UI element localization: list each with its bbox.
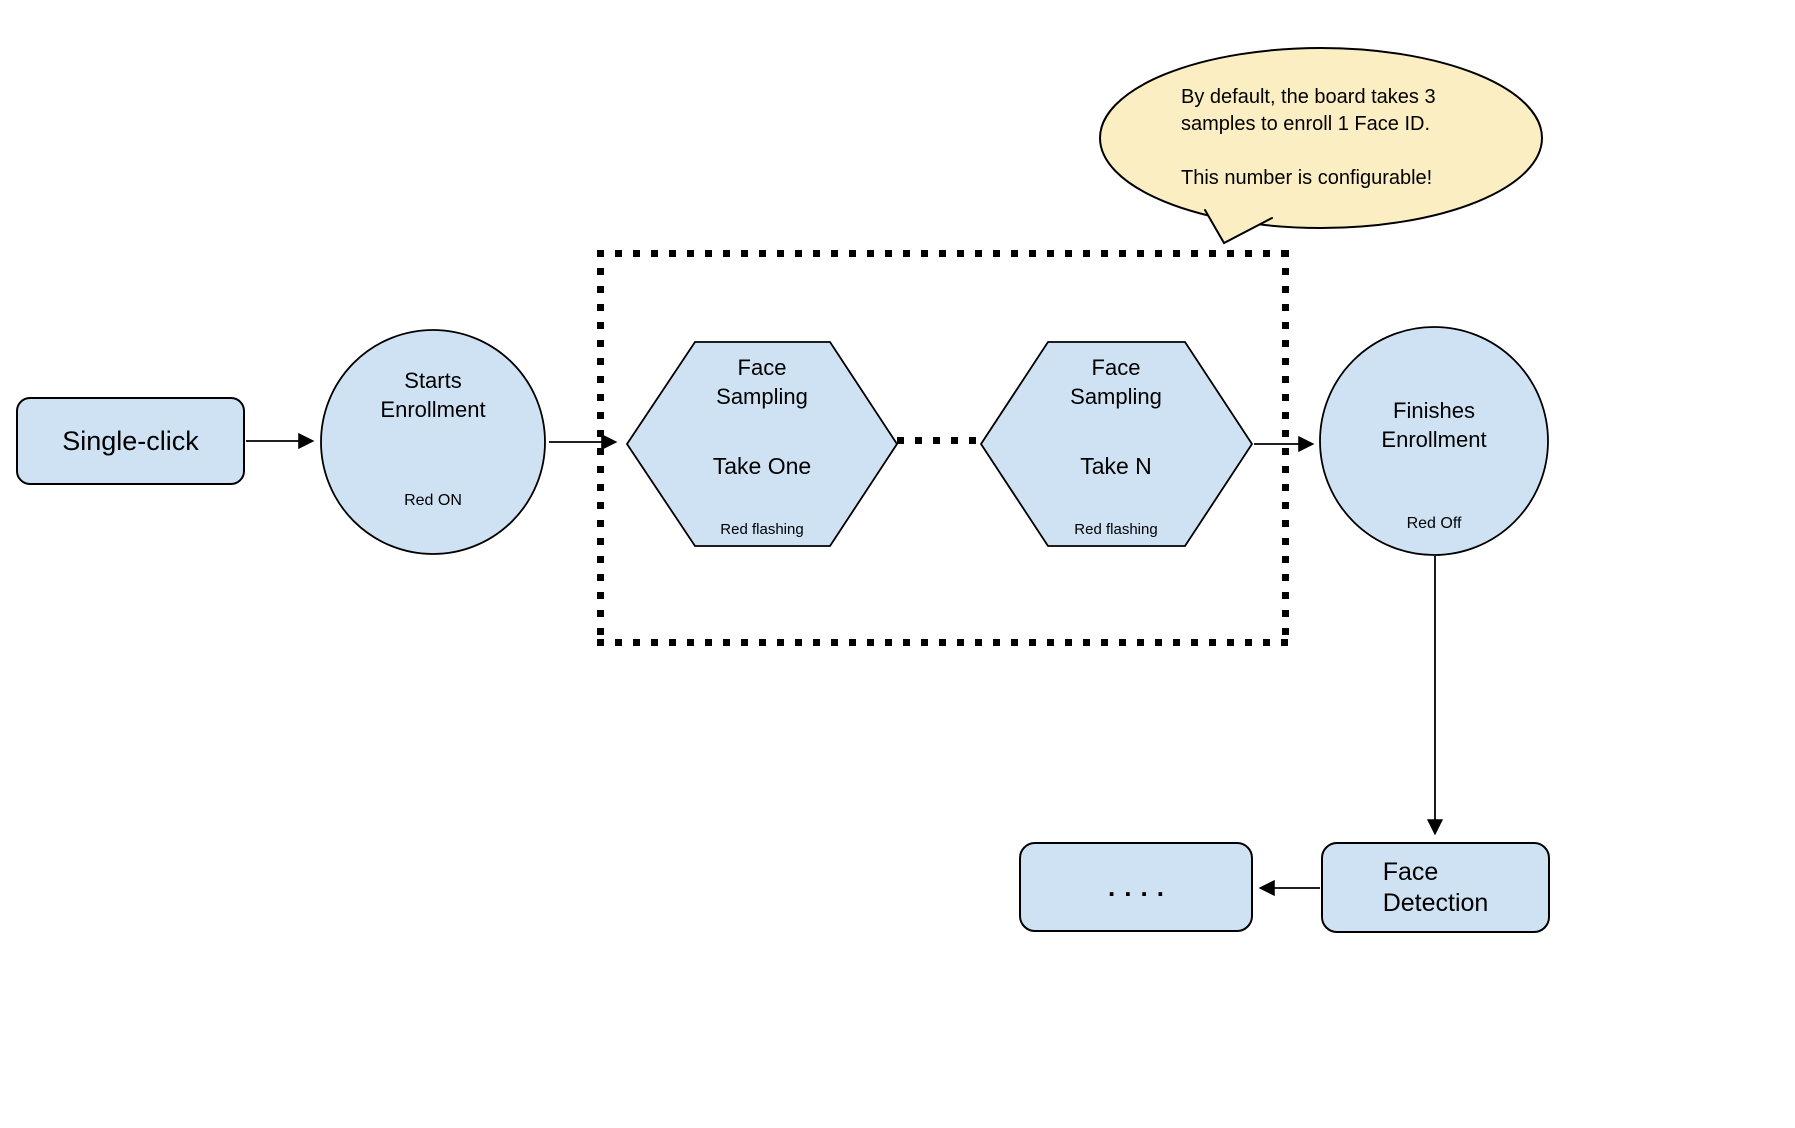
single-click-node: Single-click (16, 397, 245, 485)
face-sampling-n-take: Take N (1080, 453, 1152, 479)
ellipsis-label: .... (1108, 871, 1173, 902)
callout-bubble (1099, 47, 1543, 229)
starts-enrollment-status: Red ON (404, 492, 462, 509)
face-sampling-one-status: Red flashing (720, 521, 804, 538)
callout-tail-outline (1204, 209, 1273, 245)
callout-text: By default, the board takes 3 samples to… (1181, 84, 1521, 192)
finishes-enrollment-circle (1319, 326, 1549, 556)
face-sampling-one-take: Take One (712, 453, 812, 479)
callout-line-1: By default, the board takes 3 (1181, 86, 1436, 108)
callout-line-3: This number is configurable! (1181, 167, 1433, 189)
single-click-label: Single-click (62, 425, 199, 456)
finishes-enrollment-status: Red Off (1406, 515, 1462, 532)
ellipsis-node: .... (1019, 842, 1253, 932)
sampling-group-dotted-border (597, 250, 1289, 646)
face-sampling-n-status: Red flashing (1074, 521, 1158, 538)
starts-enrollment-circle (320, 329, 546, 555)
callout-line-2: samples to enroll 1 Face ID. (1181, 113, 1430, 135)
callout-tail-fill (1205, 210, 1272, 243)
